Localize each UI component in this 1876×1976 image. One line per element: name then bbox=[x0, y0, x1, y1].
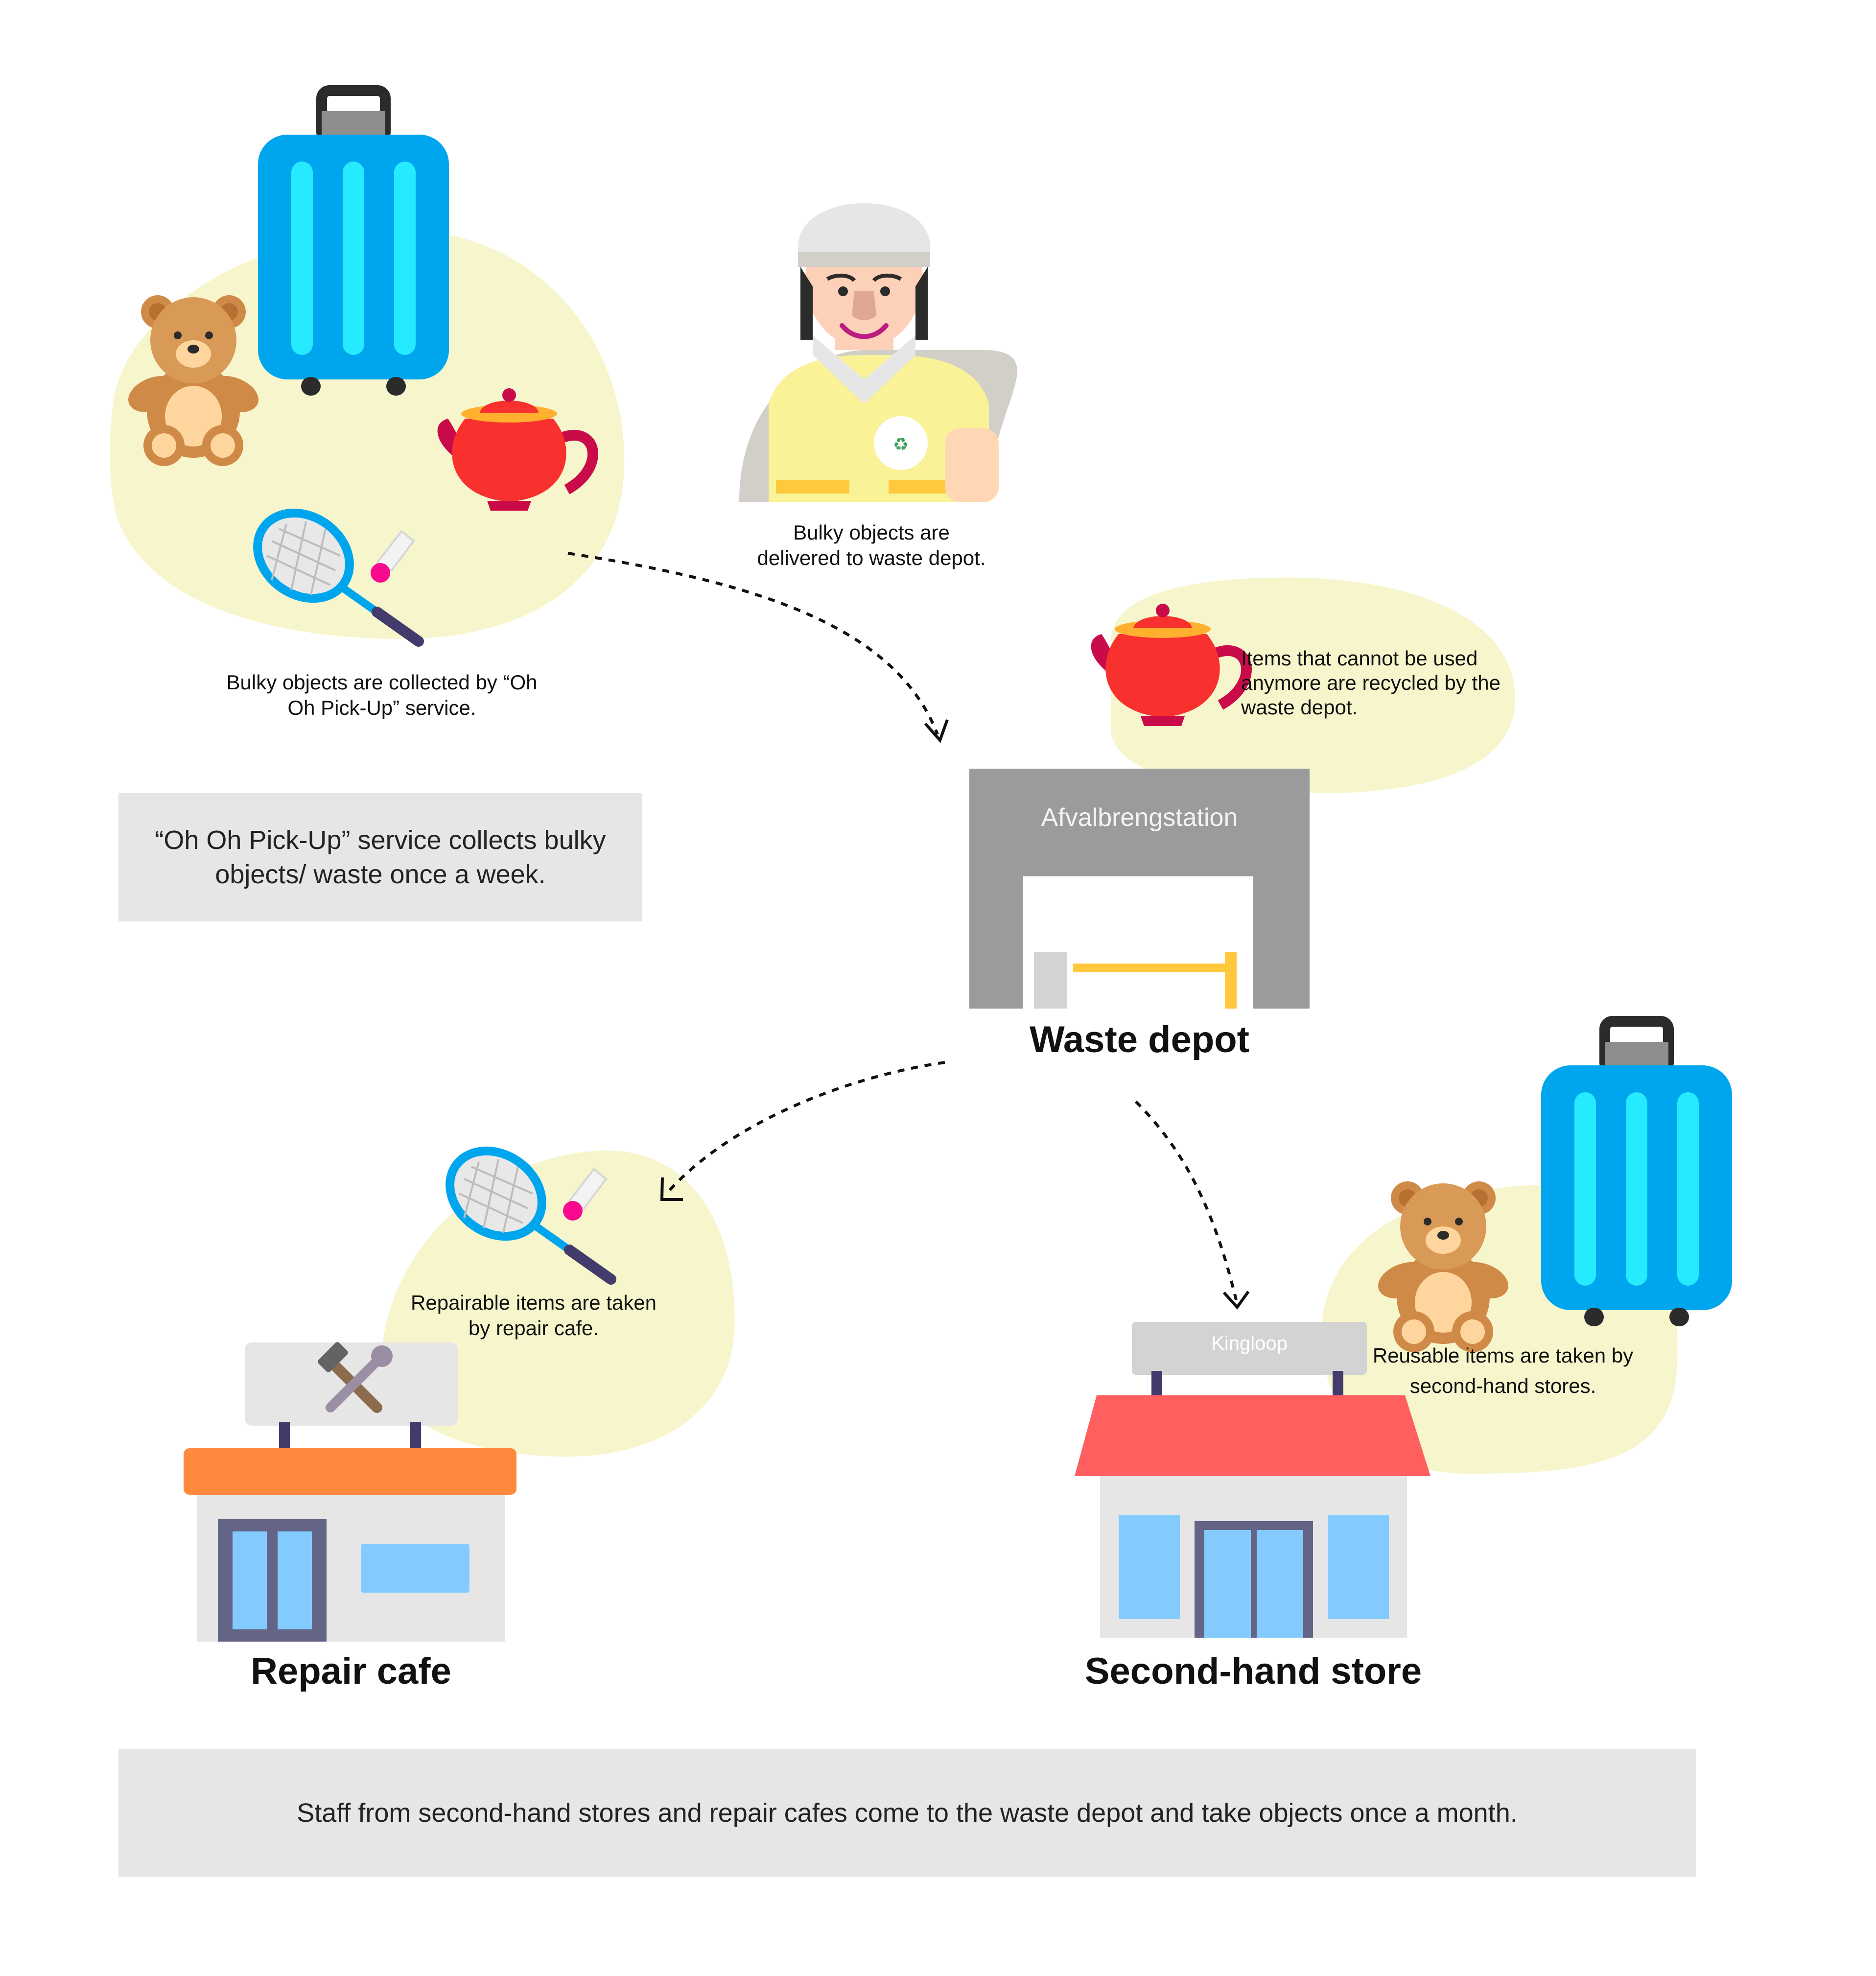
teddy-bear-icon bbox=[123, 295, 264, 466]
repair-cafe-building bbox=[184, 1342, 516, 1642]
second-hand-store-title: Second-hand store bbox=[1084, 1650, 1422, 1692]
caption-collected: Bulky objects are collected by “Oh Oh Pi… bbox=[226, 671, 538, 719]
teddy-bear-icon bbox=[1373, 1181, 1514, 1352]
waste-depot-title: Waste depot bbox=[1030, 1019, 1249, 1060]
note-pickup-frequency: “Oh Oh Pick-Up” service collects bulky o… bbox=[118, 793, 642, 921]
arrow-to-depot bbox=[567, 552, 939, 735]
waste-depot-sign: Afvalbrengstation bbox=[1041, 803, 1238, 832]
arrow-to-second-hand bbox=[1134, 1100, 1238, 1300]
blob-recycled bbox=[1111, 577, 1516, 793]
second-hand-store-building bbox=[1075, 1322, 1430, 1638]
blob-collected bbox=[110, 230, 625, 639]
suitcase-icon bbox=[1541, 1021, 1732, 1326]
caption-delivered: Bulky objects are delivered to waste dep… bbox=[757, 521, 986, 569]
note-staff-frequency: Staff from second-hand stores and repair… bbox=[118, 1749, 1696, 1877]
arrow-to-repair-cafe bbox=[664, 1061, 945, 1196]
caption-recycled: Items that cannot be used anymore are re… bbox=[1241, 647, 1501, 719]
svg-text:♻: ♻ bbox=[893, 435, 909, 455]
second-hand-store-sign: Kingloop bbox=[1211, 1333, 1288, 1354]
caption-repairable: Repairable items are taken by repair caf… bbox=[411, 1291, 657, 1340]
waste-depot-building bbox=[969, 769, 1310, 1009]
worker-icon: ♻ bbox=[739, 203, 1017, 502]
repair-cafe-title: Repair cafe bbox=[251, 1650, 451, 1692]
suitcase-icon bbox=[258, 91, 449, 396]
caption-reusable: Reusable items are taken by second-hand … bbox=[1372, 1344, 1634, 1397]
